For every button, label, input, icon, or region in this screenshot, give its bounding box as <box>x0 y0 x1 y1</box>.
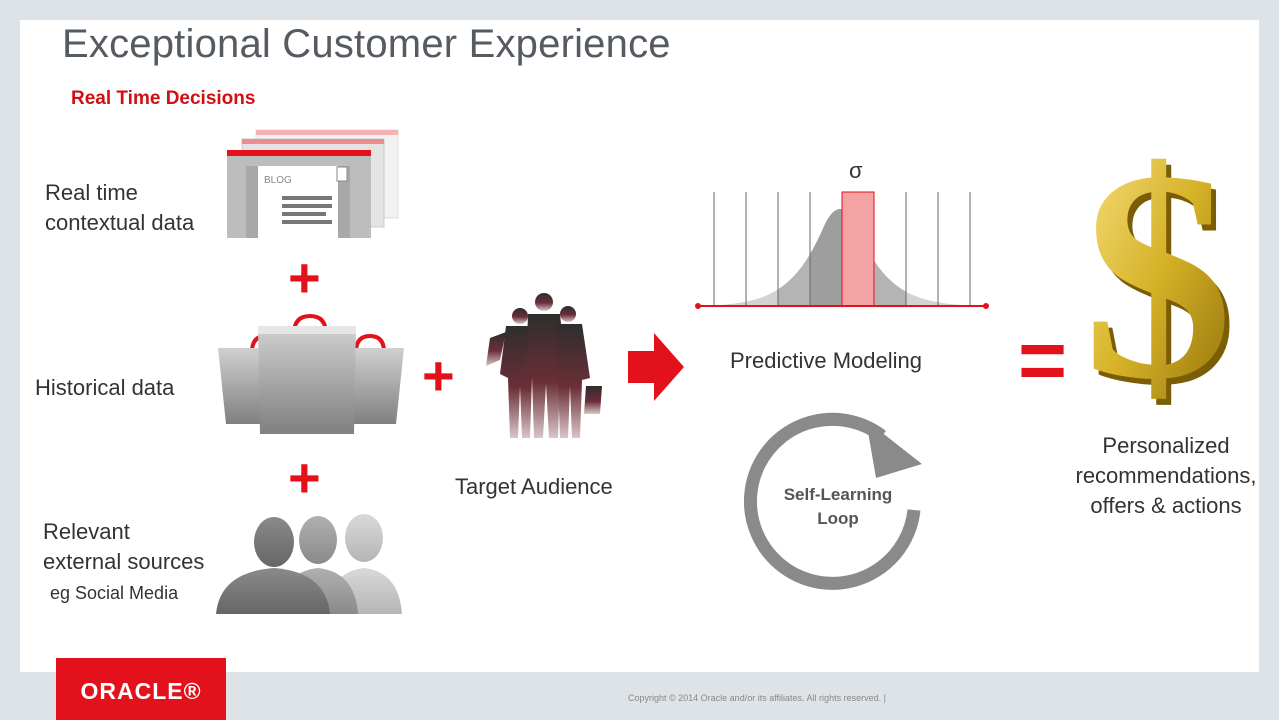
slide-canvas <box>20 20 1259 672</box>
page-title: Exceptional Customer Experience <box>62 22 671 66</box>
realtime-label-line2: contextual data <box>45 210 195 235</box>
external-label-line1: Relevant <box>43 519 130 544</box>
plus-operator-2: + <box>422 344 455 407</box>
realtime-label-line1: Real time <box>45 180 138 205</box>
svg-text:$: $ <box>1083 109 1233 441</box>
dollar-sign-icon: $ $ <box>1083 109 1238 447</box>
loop-label-line2: Loop <box>817 509 859 528</box>
copyright-text: Copyright © 2014 Oracle and/or its affil… <box>628 693 886 703</box>
plus-operator-3: + <box>288 446 321 509</box>
right-arrow-icon <box>628 333 684 401</box>
shopping-bags-icon <box>218 313 404 434</box>
refresh-loop-icon <box>744 412 922 590</box>
loop-label-line1: Self-Learning <box>783 485 893 504</box>
historical-label: Historical data <box>35 375 175 400</box>
external-label-line3: eg Social Media <box>50 583 179 603</box>
bell-curve-chart <box>695 191 989 309</box>
result-label-line3: offers & actions <box>1090 493 1242 518</box>
blog-label: BLOG <box>264 175 292 186</box>
external-label: Relevant external sources <box>43 517 204 577</box>
self-learning-loop-label: Self-Learning Loop <box>766 483 910 531</box>
realtime-label: Real time contextual data <box>45 178 194 238</box>
target-audience-silhouette-icon <box>486 293 602 438</box>
predictive-modeling-label: Predictive Modeling <box>730 348 922 373</box>
external-label-line2: external sources <box>43 549 205 574</box>
result-label-line2: recommendations, <box>1075 463 1257 488</box>
equals-operator: = <box>1018 313 1068 407</box>
social-people-icon <box>216 514 402 614</box>
page-subtitle: Real Time Decisions <box>71 88 256 109</box>
blog-pages-icon: BLOG <box>227 129 399 238</box>
result-label-line1: Personalized <box>1102 433 1230 458</box>
plus-operator-1: + <box>288 246 321 309</box>
result-label: Personalized recommendations, offers & a… <box>1058 431 1274 521</box>
oracle-logo: ORACLE® <box>56 658 226 720</box>
svg-text:$: $ <box>1088 115 1238 447</box>
sigma-symbol: σ <box>849 158 863 183</box>
oracle-logo-text: ORACLE® <box>80 678 202 704</box>
target-audience-label: Target Audience <box>455 474 613 499</box>
